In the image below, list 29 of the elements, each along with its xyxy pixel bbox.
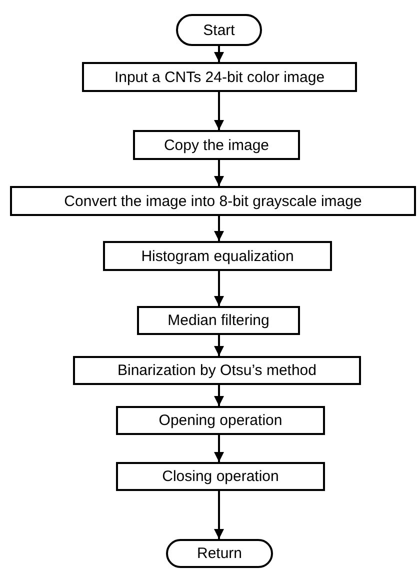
arrow xyxy=(214,271,224,306)
process-box xyxy=(73,356,361,385)
node-label: Closing operation xyxy=(162,468,279,485)
process-box xyxy=(133,130,300,160)
node-label: Histogram equalization xyxy=(141,248,294,264)
node-label: Median filtering xyxy=(168,312,270,329)
terminal-shape xyxy=(166,539,273,568)
node-label: Binarization by Otsu’s method xyxy=(118,362,316,379)
arrow xyxy=(214,160,224,186)
arrow xyxy=(214,491,224,539)
process-box xyxy=(10,186,416,216)
process-box xyxy=(116,462,325,491)
process-box xyxy=(137,306,300,335)
node-label: Copy the image xyxy=(164,136,270,154)
arrow xyxy=(214,92,224,130)
process-box xyxy=(103,241,332,271)
node-label: Convert the image into 8-bit grayscale image xyxy=(64,192,362,210)
node-label: Start xyxy=(203,22,235,38)
node-label: Return xyxy=(196,545,242,562)
node-label: Opening operation xyxy=(158,412,282,429)
arrow xyxy=(214,385,224,406)
process-box xyxy=(82,62,357,92)
node-label: Input a CNTs 24-bit color image xyxy=(114,68,325,86)
arrow xyxy=(214,335,224,356)
arrow xyxy=(214,46,224,62)
arrow xyxy=(214,435,224,462)
process-box xyxy=(116,406,325,435)
arrow xyxy=(214,216,224,241)
terminal-shape xyxy=(176,14,262,46)
